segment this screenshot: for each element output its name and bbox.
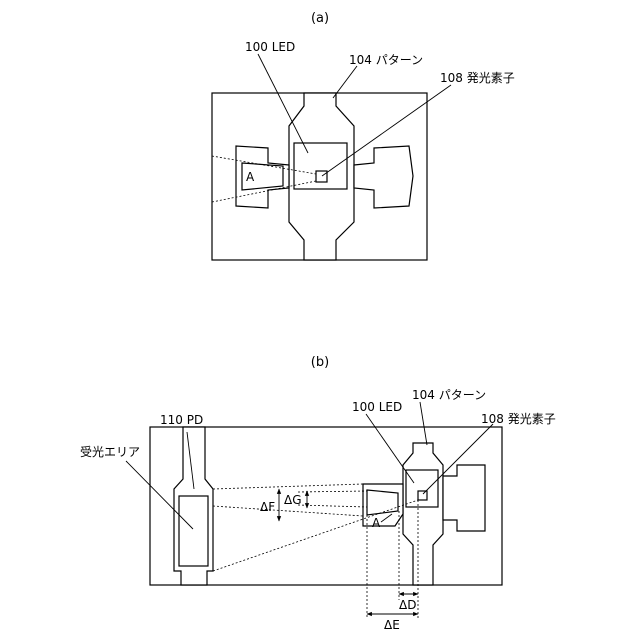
figure-b-guide-mid xyxy=(213,506,363,516)
figure-a-left-lobe xyxy=(236,146,289,208)
figure-b-led-label: 100 LED xyxy=(352,400,402,414)
figure-a-led-leader xyxy=(258,54,308,153)
figure-a-caption: (a) xyxy=(311,11,329,26)
figure-b-delta-e-label: ΔE xyxy=(384,618,400,632)
figure-b-receiving-label: 受光エリア xyxy=(80,445,140,459)
figure-b-light-line xyxy=(213,500,418,571)
figure-b-pd-label: 110 PD xyxy=(160,413,203,427)
figure-b-delta-f-label: ΔF xyxy=(260,500,275,514)
figure-a-pattern-label: 104 パターン xyxy=(349,53,423,67)
figure-b-label-a: A xyxy=(372,516,381,530)
figure-b-emitter-label: 108 発光素子 xyxy=(481,412,556,426)
figure-b-pd-pattern xyxy=(174,427,213,585)
figure-b-pattern-label: 104 パターン xyxy=(412,388,486,402)
figure-b: (b) ΔF ΔG ΔD ΔE xyxy=(80,355,556,632)
figure-b-delta-d-label: ΔD xyxy=(399,598,416,612)
figure-a-led-label: 100 LED xyxy=(245,40,295,54)
figure-a: (a) A 100 LED 104 パターン 108 発光素子 xyxy=(212,11,515,260)
figure-b-right-lobe xyxy=(443,465,485,531)
figure-b-pattern-leader xyxy=(420,402,427,445)
figure-b-guide-top xyxy=(213,484,363,489)
figure-b-delta-g-label: ΔG xyxy=(284,493,302,507)
figure-a-right-lobe xyxy=(354,146,413,208)
figure-b-led-pattern xyxy=(403,443,443,585)
figure-a-label-a: A xyxy=(246,170,255,184)
figure-b-guide-g-bottom xyxy=(298,505,367,507)
figure-b-led-leader xyxy=(366,414,414,483)
figure-a-pattern xyxy=(289,93,354,260)
figure-b-guide-g-top xyxy=(298,491,367,492)
figure-a-emitter-label: 108 発光素子 xyxy=(440,71,515,85)
figure-b-caption: (b) xyxy=(311,355,329,370)
